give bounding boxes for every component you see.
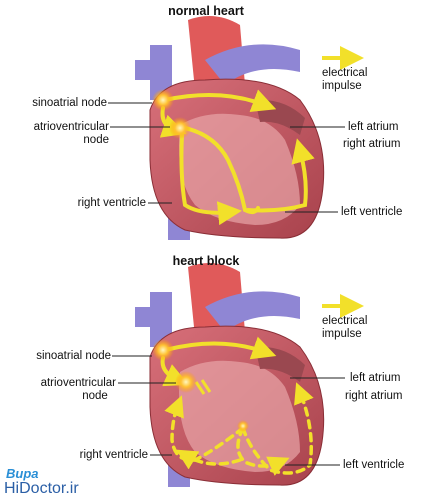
legend-electrical-label: electrical bbox=[322, 67, 368, 79]
sinoatrial-node-label-block: sinoatrial node bbox=[36, 350, 111, 362]
atrioventricular-node-glow bbox=[169, 117, 191, 139]
left-ventricle-label: left ventricle bbox=[341, 206, 403, 218]
normal-leader-lines bbox=[108, 102, 345, 213]
sinoatrial-node-label: sinoatrial node bbox=[32, 97, 107, 109]
legend-electrical-label-block: electrical bbox=[322, 315, 368, 327]
block-leader-lines bbox=[112, 355, 345, 466]
right-atrium-label-block: right atrium bbox=[345, 390, 403, 402]
atrioventricular-label: atrioventricular bbox=[33, 121, 109, 133]
left-atrium-label: left atrium bbox=[348, 121, 399, 133]
normal-heart-title: normal heart bbox=[168, 4, 244, 18]
right-ventricle-label: right ventricle bbox=[77, 197, 146, 209]
ectopic-focus-glow bbox=[237, 420, 249, 432]
right-ventricle-label-block: right ventricle bbox=[79, 449, 148, 461]
conduction-block-bars bbox=[194, 379, 212, 395]
heart-block-title: heart block bbox=[172, 254, 240, 268]
atrioventricular-node-word: node bbox=[83, 134, 109, 146]
bupa-logo-text: Bupa bbox=[6, 466, 39, 481]
heart-block-illustration bbox=[135, 263, 325, 487]
hidoctor-watermark: HiDoctor.ir bbox=[4, 480, 79, 497]
left-atrium-label-block: left atrium bbox=[350, 372, 401, 384]
atrioventricular-node-word-block: node bbox=[82, 390, 108, 402]
atrioventricular-node-glow-block bbox=[175, 371, 197, 393]
sinoatrial-node-glow bbox=[152, 89, 174, 111]
right-atrium-label: right atrium bbox=[343, 138, 401, 150]
atrioventricular-label-block: atrioventricular bbox=[40, 377, 116, 389]
sinoatrial-node-glow-block bbox=[152, 339, 174, 361]
left-ventricle-label-block: left ventricle bbox=[343, 459, 405, 471]
dashed-escape-rhythm-path bbox=[164, 382, 314, 476]
normal-heart-illustration bbox=[135, 16, 325, 240]
legend-impulse-label: impulse bbox=[322, 80, 362, 92]
legend-impulse-label-block: impulse bbox=[322, 328, 362, 340]
